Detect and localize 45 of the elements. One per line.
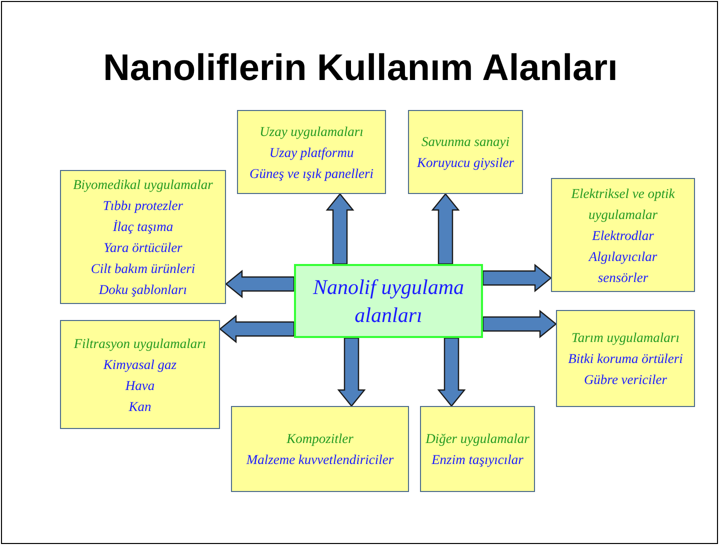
application-item: Doku şablonları: [98, 281, 188, 299]
application-item: Yara örtücüler: [104, 239, 182, 257]
application-item: Kan: [128, 398, 152, 416]
block-arrow: [225, 270, 295, 298]
application-item: Algılayıcılar: [588, 248, 658, 266]
block-arrow: [219, 314, 295, 344]
category-heading: Biyomedikal uygulamalar: [73, 176, 213, 194]
application-box: [60, 170, 226, 304]
application-box: [556, 310, 695, 407]
block-arrow: [431, 193, 460, 265]
block-arrow: [482, 310, 557, 338]
application-item: Tıbbı protezler: [102, 197, 184, 215]
title: Nanoliflerin Kullanım Alanları: [102, 46, 619, 90]
application-item: Bitki koruma örtüleri: [568, 350, 683, 368]
application-box: [237, 110, 386, 194]
application-item: Cilt bakım ürünleri: [90, 260, 196, 278]
application-item: Kimyasal gaz: [103, 356, 177, 374]
category-heading: Savunma sanayi: [421, 133, 510, 151]
category-heading: Filtrasyon uygulamaları: [74, 334, 206, 353]
central-label: Nanolif uygulama alanları: [312, 274, 466, 329]
block-arrow: [437, 337, 466, 407]
application-box: [408, 110, 523, 194]
block-arrow: [482, 264, 552, 292]
application-box: [231, 406, 409, 492]
application-item: Koruyucu giysiler: [416, 154, 514, 172]
central-box: [294, 264, 483, 338]
block-arrow: [326, 193, 354, 265]
application-item: Malzeme kuvvetlendiriciler: [246, 451, 394, 469]
application-item: Gübre vericiler: [584, 371, 668, 389]
category-heading: Diğer uygulamalar: [426, 430, 530, 448]
category-heading: Elektriksel ve optik uygulamalar: [570, 184, 676, 224]
application-item: sensörler: [598, 268, 648, 286]
application-box: [551, 178, 695, 292]
application-box: [420, 406, 535, 492]
category-heading: Tarım uygulamaları: [572, 329, 680, 347]
application-item: Güneş ve ışık panelleri: [249, 164, 374, 183]
application-item: İlaç taşıma: [112, 218, 174, 236]
category-heading: Uzay uygulamaları: [260, 122, 364, 141]
application-item: Enzim taşıyıcılar: [432, 451, 524, 469]
block-arrow: [337, 337, 366, 407]
category-heading: Kompozitler: [286, 430, 354, 448]
application-item: Hava: [125, 376, 155, 394]
application-box: [60, 320, 220, 429]
application-item: Uzay platformu: [269, 144, 354, 162]
application-item: Elektrodlar: [592, 226, 654, 244]
